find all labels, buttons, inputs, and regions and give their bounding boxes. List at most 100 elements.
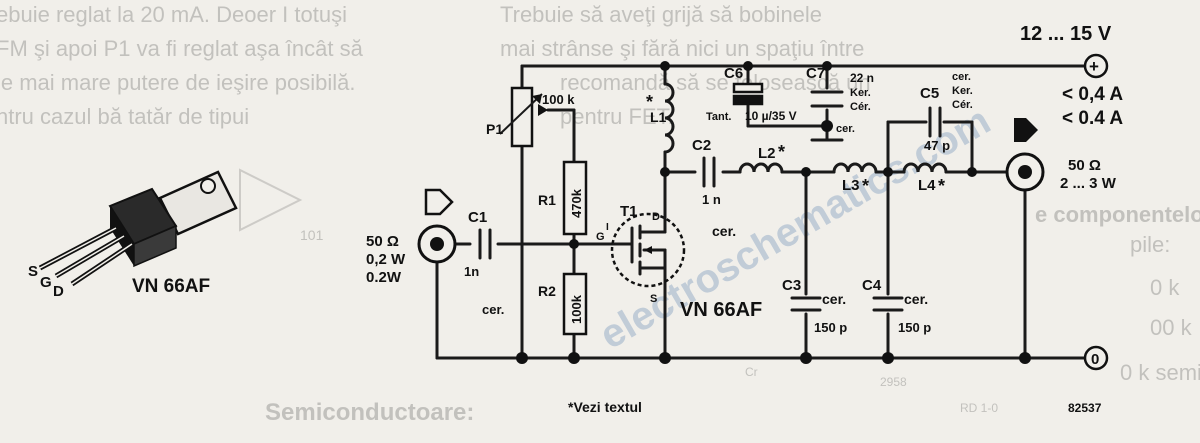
background-text: ebuie reglat la 20 mA. Deoer I totuşi FM…	[0, 2, 1200, 426]
package-pin-d-label: D	[53, 283, 64, 300]
output-impedance-label: 50 Ω	[1068, 157, 1101, 174]
supply-terminals: + 0 12 ... 15 V < 0,4 A < 0.4 A	[1020, 23, 1123, 371]
capacitor-c6: C6 Tant. 10 µ/35 V	[706, 65, 797, 123]
bg-list3: 00 k	[1150, 315, 1193, 340]
package-name-label: VN 66AF	[132, 276, 210, 297]
input-power-label-1: 0,2 W	[366, 251, 406, 268]
capacitor-c3: C3 cer. 150 p	[782, 277, 847, 335]
ground-terminal-icon	[1083, 345, 1109, 371]
c7-type3-label: cer.	[836, 123, 855, 135]
see-text-note: *Vezi textul	[568, 399, 642, 415]
input-power-label-2: 0.2W	[366, 269, 402, 286]
bg-text-line1: ebuie reglat la 20 mA. Deoer I totuşi	[0, 2, 347, 27]
t1-ceramic-label: cer.	[712, 223, 736, 239]
c6-ref-label: C6	[724, 65, 743, 82]
c1-value-label: 1n	[464, 264, 479, 279]
t1-pin-g-label: G	[596, 231, 605, 243]
resistor-r1: 470k R1	[538, 160, 588, 236]
bg-small2: 2958	[880, 375, 907, 389]
bg-text-right2: mai strânse şi fără nici un spaţiu între	[500, 36, 864, 61]
figure-number-label: 82537	[1068, 401, 1102, 415]
t1-ref-label: T1	[620, 203, 638, 220]
l3-ref-label: L3	[842, 177, 860, 194]
l3-star-label: *	[862, 176, 869, 196]
c3-ref-label: C3	[782, 277, 801, 294]
c1-ref-label: C1	[468, 209, 487, 226]
inductor-l2: L2 *	[738, 142, 785, 174]
l2-star-label: *	[778, 142, 785, 162]
bg-text-right1: Trebuie să aveţi grijă să bobinele	[500, 2, 822, 27]
bg-text-line2: FM şi apoi P1 va fi reglat aşa încât să	[0, 36, 364, 61]
t1-pin-i-label: I	[606, 222, 609, 233]
r1-ref-label: R1	[538, 192, 556, 208]
input-arrow-icon	[424, 188, 454, 216]
c6-type-label: Tant.	[706, 111, 731, 123]
bg-text-line3: le mai mare putere de ieşire posibilă.	[0, 70, 356, 95]
c7-ref-label: C7	[806, 65, 825, 82]
c1-type-label: cer.	[482, 302, 504, 317]
c3-value-label: 150 p	[814, 320, 847, 335]
output-connector: 50 Ω 2 ... 3 W	[1005, 118, 1117, 192]
c5-type1-label: cer.	[952, 71, 971, 83]
mosfet-t1: T1 D G I S cer. VN 66AF	[596, 203, 762, 321]
l1-ref-label: L1	[650, 109, 667, 125]
r2-ref-label: R2	[538, 283, 556, 299]
t1-pin-d-label: D	[652, 211, 660, 223]
inductor-l4: L4 *	[902, 162, 948, 196]
c7-value-label: 22 n	[850, 71, 874, 85]
l4-ref-label: L4	[918, 177, 936, 194]
c2-value-label: 1 n	[702, 192, 721, 207]
p1-ref-label: P1	[486, 121, 503, 137]
p1-value-label: 100 k	[542, 92, 575, 107]
bg-small1: 101	[300, 227, 324, 243]
ground-terminal-label: 0	[1091, 351, 1099, 368]
c5-ref-label: C5	[920, 85, 939, 102]
bg-heading2: Semiconductoare:	[265, 399, 474, 426]
c4-ref-label: C4	[862, 277, 882, 294]
c5-value-label: 47 p	[924, 138, 950, 153]
t1-type-label: VN 66AF	[680, 299, 762, 321]
l4-star-label: *	[938, 176, 945, 196]
resistor-r2: 100k R2	[538, 272, 588, 336]
c3-type-label: cer.	[822, 291, 846, 307]
capacitor-c4: C4 cer. 150 p	[862, 277, 931, 335]
c4-value-label: 150 p	[898, 320, 931, 335]
plus-terminal-icon	[1083, 53, 1109, 79]
c7-type2-label: Cér.	[850, 101, 871, 113]
input-impedance-label: 50 Ω	[366, 233, 399, 250]
bg-small3: Cr	[745, 365, 758, 379]
supply-current-label-1: < 0,4 A	[1062, 84, 1123, 105]
c5-type2-label: Ker.	[952, 85, 973, 97]
supply-current-label-2: < 0.4 A	[1062, 108, 1123, 129]
l1-star-label: *	[646, 92, 653, 112]
c7-type1-label: Ker.	[850, 87, 871, 99]
capacitor-c2: C2 1 n	[692, 137, 721, 207]
c6-value-label: 10 µ/35 V	[745, 109, 797, 123]
junction-dots	[516, 61, 1031, 364]
bg-small4: RD 1-0	[960, 401, 998, 415]
supply-voltage-label: 12 ... 15 V	[1020, 23, 1112, 45]
capacitor-c1: C1 1n cer.	[464, 209, 504, 317]
output-power-label: 2 ... 3 W	[1060, 175, 1117, 192]
r2-value-label: 100k	[569, 294, 584, 324]
plus-terminal-label: +	[1089, 57, 1099, 76]
bg-list4: 0 k semireglabil	[1120, 360, 1200, 385]
bg-text-line4: ntru cazul bă tatăr de tipui	[0, 104, 249, 129]
package-pin-s-label: S	[28, 263, 38, 280]
package-pin-g-label: G	[40, 274, 52, 291]
c2-ref-label: C2	[692, 137, 711, 154]
vn66af-package-drawing: S G D VN 66AF	[28, 170, 238, 300]
l2-ref-label: L2	[758, 145, 776, 162]
bg-list1: pile:	[1130, 232, 1170, 257]
c4-type-label: cer.	[904, 291, 928, 307]
bg-list2: 0 k	[1150, 275, 1180, 300]
bg-text-right4: pentru FET.	[560, 104, 674, 129]
c5-type3-label: Cér.	[952, 99, 973, 111]
capacitor-c7: C7 22 n Ker. Cér. cer.	[806, 65, 874, 142]
bg-triangle-shape	[239, 168, 303, 232]
output-arrow-icon	[1014, 118, 1038, 142]
capacitor-c5: C5 47 p cer. Ker. Cér.	[920, 71, 973, 153]
potentiometer-p1: 100 k P1	[486, 86, 575, 148]
